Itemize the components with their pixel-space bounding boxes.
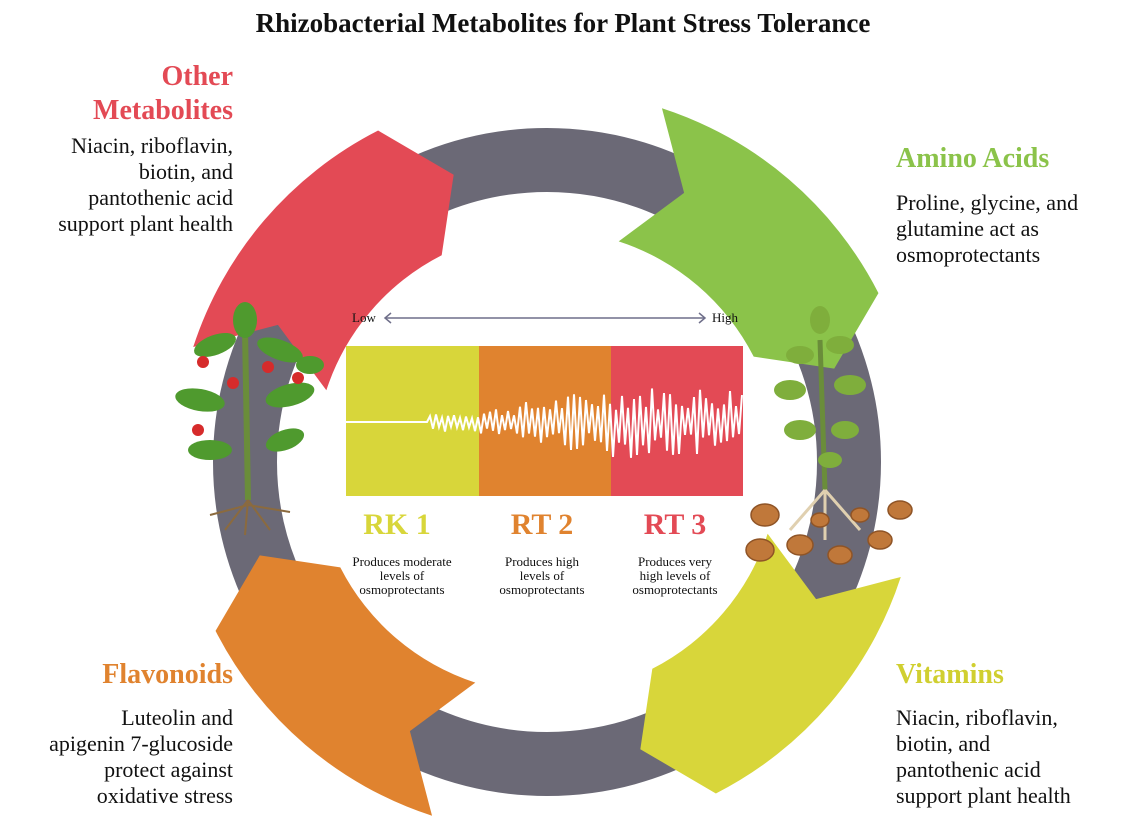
arrow-other-metabolites — [193, 130, 454, 391]
text-line: Niacin, riboflavin, — [71, 133, 233, 158]
level-desc-rt3: Produces very high levels of osmoprotect… — [605, 555, 745, 597]
text-line: pantothenic acid — [88, 185, 233, 210]
text-line: Niacin, riboflavin, — [896, 705, 1058, 730]
level-label-rt2: RT 2 — [510, 508, 574, 541]
heading-other-line1: Other — [161, 61, 233, 92]
text-line: osmoprotectants — [359, 582, 445, 597]
text-line: protect against — [104, 757, 233, 782]
level-label-rk1: RK 1 — [363, 508, 431, 541]
arrow-vitamins — [640, 533, 901, 794]
text-line: high levels of — [639, 568, 711, 583]
scale-high-label: High — [712, 310, 738, 325]
level-desc-rt2: Produces high levels of osmoprotectants — [472, 555, 612, 597]
heading-other-line2: Metabolites — [93, 95, 233, 126]
text-line: biotin, and — [138, 159, 233, 184]
tomato-plant-illustration — [175, 302, 324, 536]
amino-description: Proline, glycine, and glutamine act as o… — [896, 190, 1126, 268]
text-line: oxidative stress — [96, 783, 233, 808]
text-line: Produces high — [504, 554, 580, 569]
level-desc-rk1: Produces moderate levels of osmoprotecta… — [332, 555, 472, 597]
flavonoids-description: Luteolin and apigenin 7-glucoside protec… — [10, 705, 233, 809]
arrow-flavonoids — [215, 555, 476, 816]
text-line: biotin, and — [896, 731, 991, 756]
text-line: Produces moderate — [352, 554, 452, 569]
text-line: osmoprotectants — [632, 582, 718, 597]
low-high-arrow — [383, 312, 707, 324]
other-description: Niacin, riboflavin, biotin, and pantothe… — [10, 133, 233, 237]
heading-amino-acids: Amino Acids — [896, 143, 1050, 174]
text-line: Produces very — [637, 554, 712, 569]
page-title: Rhizobacterial Metabolites for Plant Str… — [255, 8, 871, 38]
heading-other-metabolites: Other Metabolites — [60, 60, 233, 128]
arrow-amino-acids — [618, 108, 879, 369]
text-line: support plant health — [58, 211, 233, 236]
text-line: pantothenic acid — [896, 757, 1041, 782]
text-line: apigenin 7-glucoside — [49, 731, 233, 756]
vitamins-description: Niacin, riboflavin, biotin, and pantothe… — [896, 705, 1126, 809]
potato-plant-illustration — [745, 306, 913, 565]
text-line: osmoprotectants — [499, 582, 585, 597]
activity-waveform — [346, 388, 743, 458]
text-line: support plant health — [896, 783, 1071, 808]
text-line: levels of — [379, 568, 425, 583]
text-line: osmoprotectants — [896, 242, 1041, 267]
text-line: Luteolin and — [121, 705, 233, 730]
text-line: glutamine act as — [896, 216, 1039, 241]
heading-flavonoids: Flavonoids — [102, 659, 233, 690]
scale-low-label: Low — [352, 310, 376, 325]
cycle-arrows — [193, 108, 901, 816]
heading-vitamins: Vitamins — [896, 659, 1004, 690]
level-label-rt3: RT 3 — [643, 508, 707, 541]
text-line: Proline, glycine, and — [896, 190, 1079, 215]
text-line: levels of — [519, 568, 565, 583]
